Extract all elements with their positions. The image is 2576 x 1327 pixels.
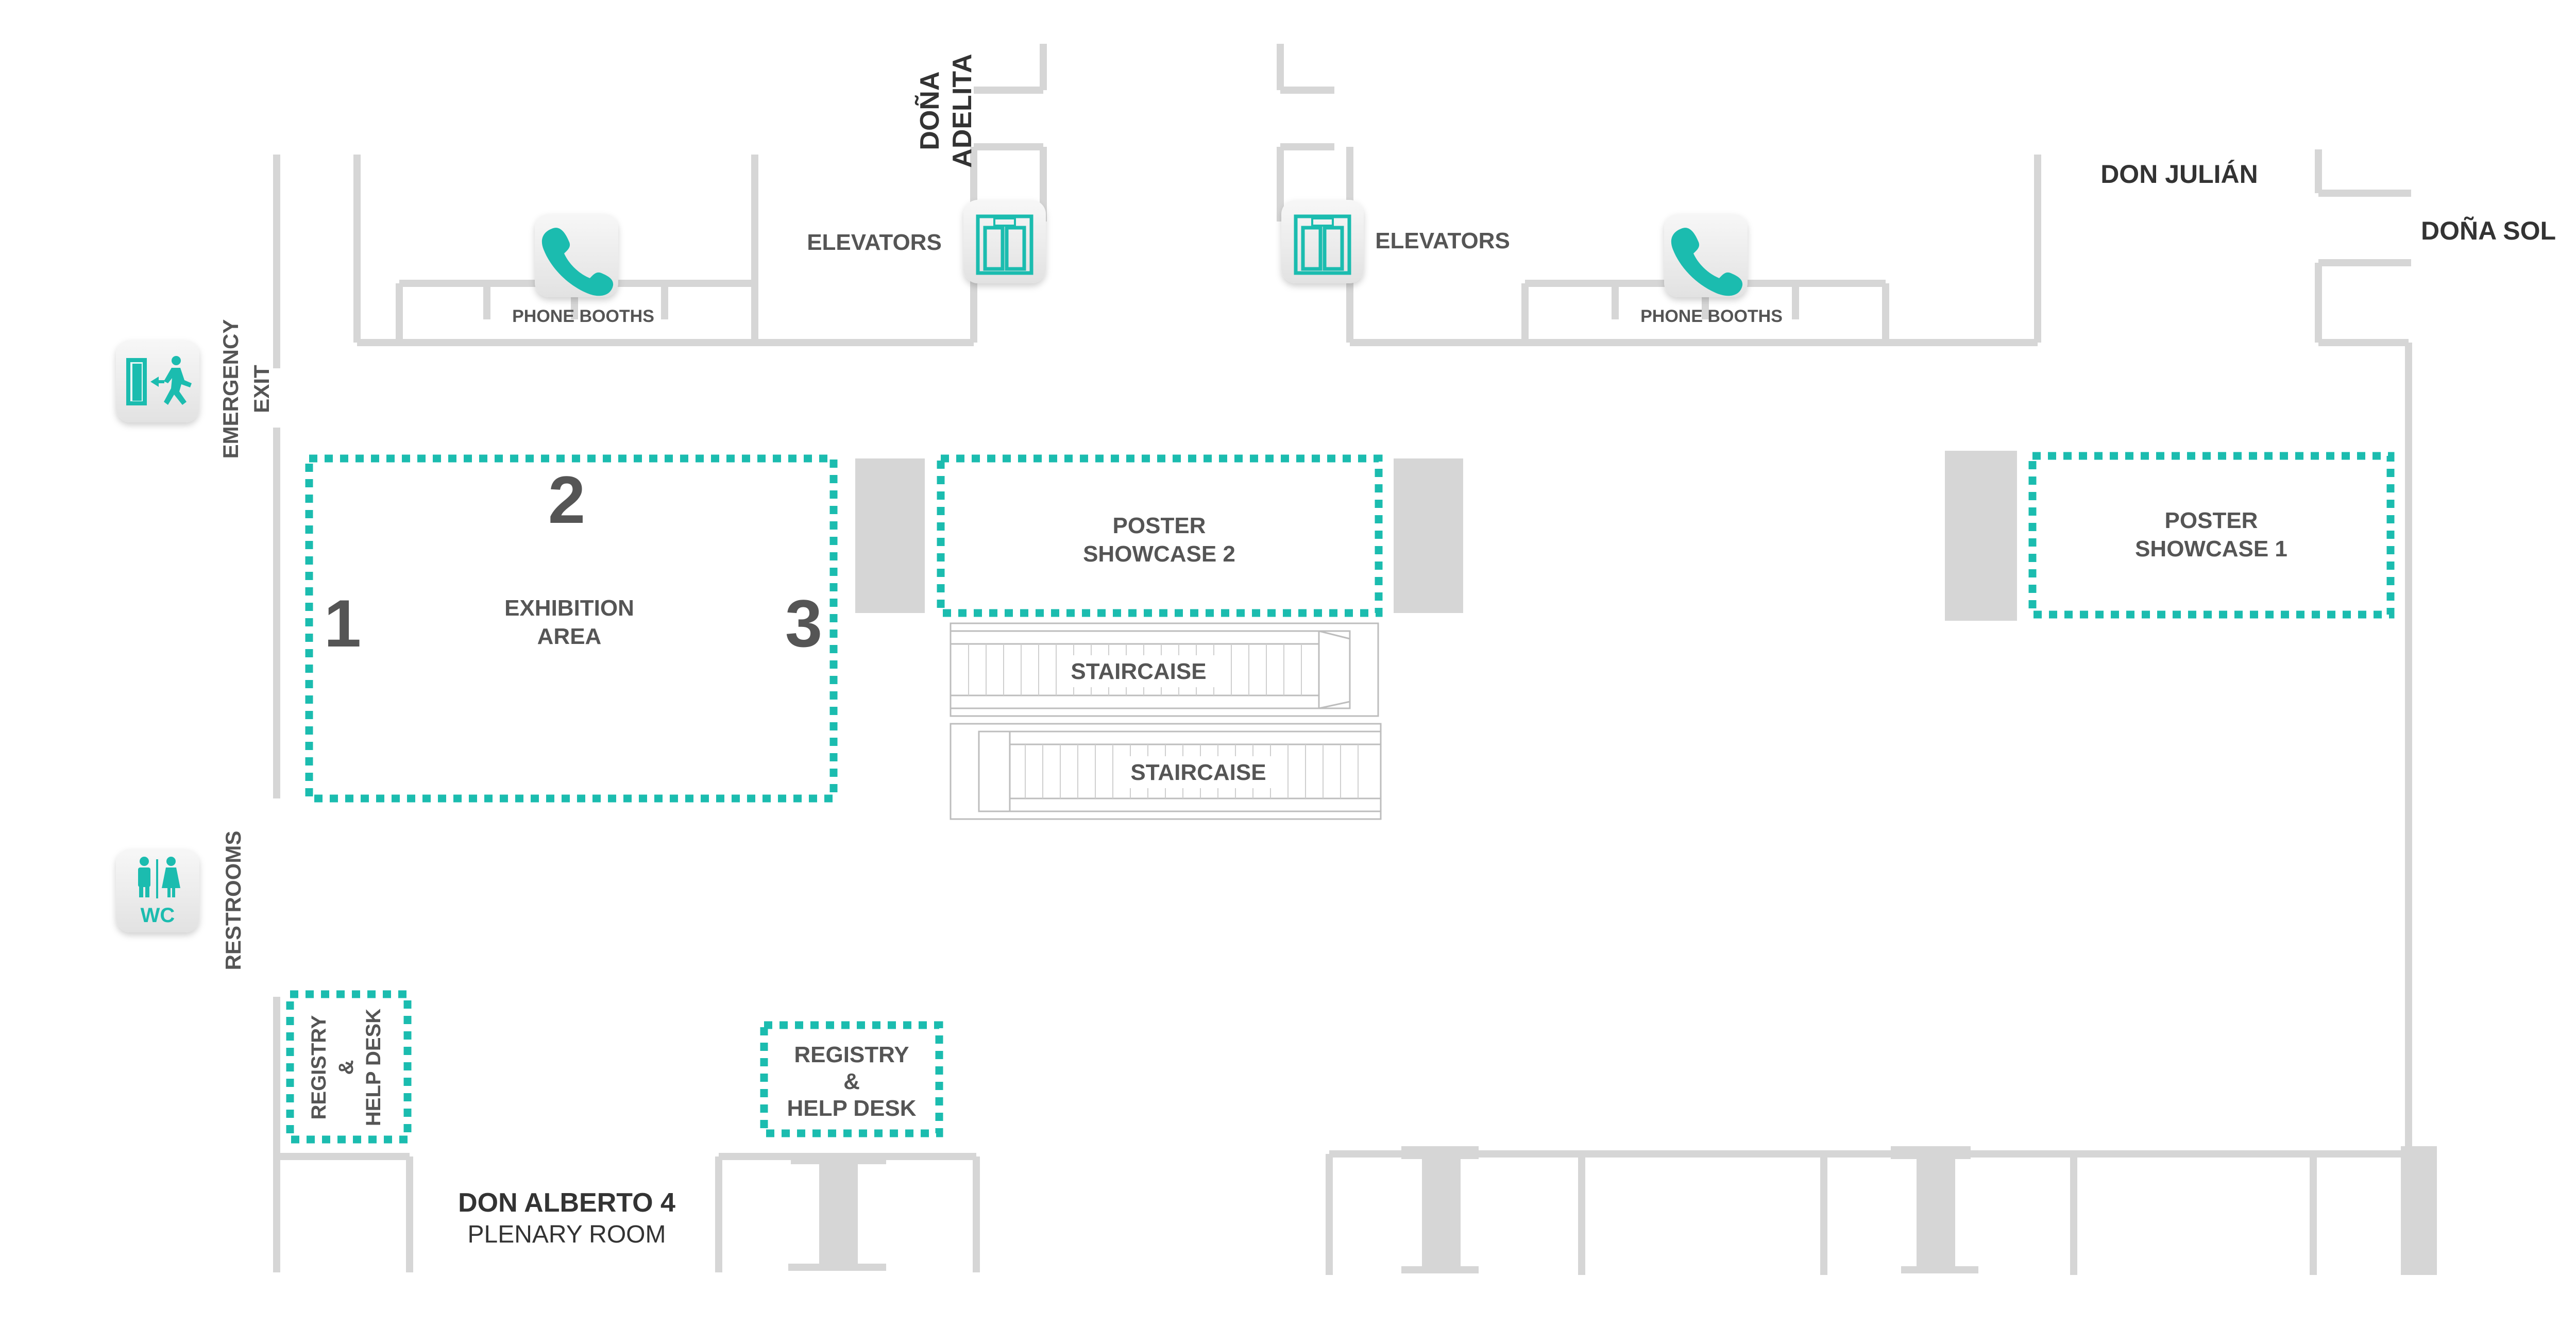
registry-left-label-line2: & bbox=[335, 1060, 358, 1075]
exhibition-area-label-line2: AREA bbox=[537, 624, 602, 649]
stand-number-3[interactable]: 3 bbox=[785, 586, 822, 661]
walls bbox=[273, 44, 2434, 1275]
poster-showcase-1-label-line1: POSTER bbox=[2165, 508, 2258, 533]
staircase-bottom[interactable] bbox=[950, 723, 1382, 820]
elevator-icon bbox=[976, 214, 1033, 275]
restroom-icon bbox=[138, 857, 180, 898]
emergency-exit-icon bbox=[126, 356, 192, 405]
staircase-top-label-bg bbox=[1059, 655, 1224, 687]
room-don-julian: DON JULIÁN bbox=[2100, 160, 2258, 189]
poster-showcase-2-label-line1: POSTER bbox=[1113, 513, 1206, 538]
staircase-bottom-label-bg bbox=[1118, 756, 1283, 788]
phone-booths-right[interactable] bbox=[1664, 214, 1748, 297]
elevators-right[interactable] bbox=[1281, 200, 1364, 283]
emergency-exit[interactable] bbox=[116, 340, 199, 422]
elevators-right-label: ELEVATORS bbox=[1375, 228, 1510, 253]
stand-number-1[interactable]: 1 bbox=[324, 586, 361, 661]
staircase-bottom-label: STAIRCAISE bbox=[1130, 760, 1266, 785]
registry-left-zone[interactable] bbox=[286, 990, 412, 1144]
elevators-left-label: ELEVATORS bbox=[807, 230, 942, 255]
restrooms[interactable]: WC bbox=[116, 849, 199, 932]
registry-left-label-line3: HELP DESK bbox=[362, 1009, 385, 1126]
registry-center-label-line1: REGISTRY bbox=[794, 1042, 909, 1067]
stand-number-2[interactable]: 2 bbox=[548, 462, 585, 537]
room-plenary: PLENARY ROOM bbox=[467, 1221, 666, 1248]
phone-icon bbox=[541, 228, 614, 296]
emergency-exit-label-line1: EMERGENCY bbox=[218, 319, 243, 459]
restrooms-label: RESTROOMS bbox=[221, 831, 245, 971]
phone-icon bbox=[1671, 228, 1743, 296]
dotted-zones bbox=[286, 452, 2395, 1144]
poster-showcase-1-zone[interactable] bbox=[2028, 452, 2395, 619]
wc-label: WC bbox=[141, 904, 175, 927]
elevators-left[interactable] bbox=[963, 200, 1046, 283]
registry-center-label-line3: HELP DESK bbox=[787, 1096, 916, 1121]
phone-booths-right-label: PHONE BOOTHS bbox=[1640, 307, 1783, 326]
pillars bbox=[791, 451, 2437, 1275]
staircase-top-label: STAIRCAISE bbox=[1071, 659, 1206, 684]
poster-showcase-2-zone[interactable] bbox=[937, 454, 1383, 617]
exhibition-area-label-line1: EXHIBITION bbox=[504, 596, 634, 621]
registry-center-label-line2: & bbox=[843, 1069, 860, 1094]
elevator-icon bbox=[1294, 214, 1351, 275]
emergency-exit-label-line2: EXIT bbox=[249, 365, 274, 413]
room-dona-adelita-line2: ADELITA bbox=[947, 54, 977, 167]
room-dona-sol: DOÑA SOL bbox=[2421, 216, 2556, 245]
room-dona-adelita-line1: DOÑA bbox=[914, 71, 945, 150]
registry-left-label-line1: REGISTRY bbox=[308, 1015, 330, 1119]
phone-booths-left-label: PHONE BOOTHS bbox=[512, 307, 654, 326]
room-don-alberto: DON ALBERTO 4 bbox=[458, 1188, 675, 1218]
poster-showcase-1-label-line2: SHOWCASE 1 bbox=[2135, 536, 2287, 562]
poster-showcase-2-label-line2: SHOWCASE 2 bbox=[1083, 541, 1235, 567]
registry-center-zone[interactable] bbox=[760, 1021, 943, 1137]
phone-booths-left[interactable] bbox=[535, 214, 618, 297]
